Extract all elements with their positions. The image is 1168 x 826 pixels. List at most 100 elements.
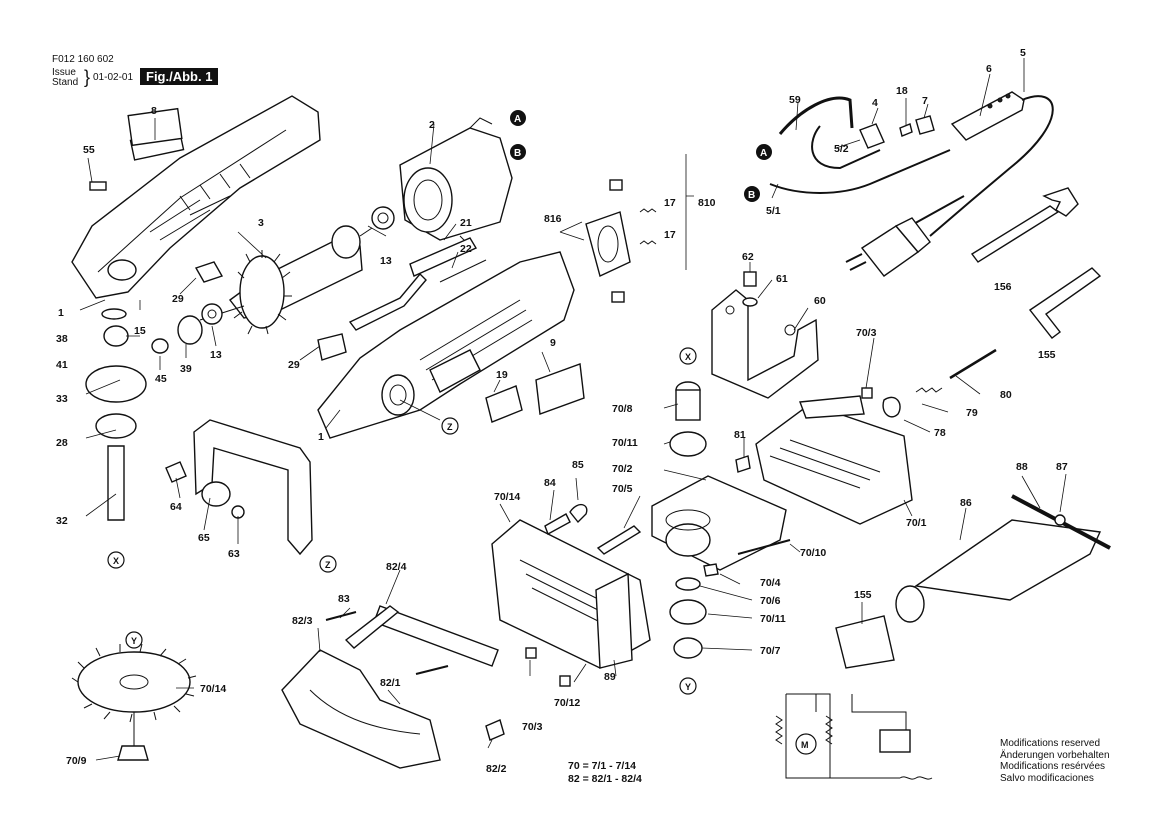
spring-plate-21	[409, 237, 478, 277]
label-41: 41	[56, 359, 68, 371]
label-4: 4	[872, 97, 878, 109]
label-13b: 13	[210, 349, 222, 361]
label-80: 80	[1000, 389, 1012, 401]
label-17b: 17	[664, 229, 676, 241]
label-88: 88	[1016, 461, 1028, 473]
label-21: 21	[460, 217, 472, 229]
callout-b: B	[510, 144, 526, 160]
label-70-11b: 70/11	[760, 613, 786, 625]
callout-b-2: B	[744, 186, 760, 202]
label-82-1: 82/1	[380, 677, 401, 689]
callout-a: A	[510, 110, 526, 126]
svg-text:A: A	[514, 114, 521, 125]
label-79: 79	[966, 407, 978, 419]
label-1-motor: 1	[318, 431, 324, 443]
spring-22	[439, 259, 487, 283]
label-64: 64	[170, 501, 182, 513]
label-70-6: 70/6	[760, 595, 781, 607]
label-86: 86	[960, 497, 972, 509]
label-60: 60	[814, 295, 826, 307]
note-en: Modifications reserved	[1000, 738, 1101, 749]
spindle-32	[107, 445, 125, 521]
svg-text:B: B	[514, 148, 521, 159]
label-70-1: 70/1	[906, 517, 927, 529]
slide-block	[651, 475, 787, 571]
bearing-41	[103, 325, 129, 347]
label-81: 81	[734, 429, 746, 441]
plate-9	[535, 363, 585, 415]
label-45: 45	[155, 373, 167, 385]
part-number-labels: 8 55 1 15 38 41 33 28 32 45 39 13 29 29 …	[56, 47, 1068, 775]
label-70-13: 70/14	[494, 491, 520, 503]
label-28: 28	[56, 437, 68, 449]
motor-schematic-icon: M	[775, 693, 933, 780]
bearing-70-11b	[669, 599, 707, 625]
callout-a-2: A	[756, 144, 772, 160]
screw-55	[89, 181, 107, 191]
pin-70-5	[596, 525, 642, 555]
switch-rod	[348, 272, 427, 331]
formula-line-82: 82 = 82/1 - 82/4	[568, 773, 642, 785]
screw-64	[165, 461, 187, 483]
saw-blade-icon	[71, 643, 197, 723]
assembly-formula: 70 = 7/1 - 7/14 82 = 82/1 - 82/4	[568, 760, 642, 786]
label-22: 22	[460, 243, 472, 255]
label-82-3: 82/3	[292, 615, 313, 627]
dust-bag	[895, 494, 1111, 623]
label-7: 7	[922, 95, 928, 107]
screw-80	[949, 348, 997, 380]
housing-half	[71, 95, 321, 299]
label-70-11a: 70/11	[612, 437, 638, 449]
label-5-2: 5/2	[834, 143, 849, 155]
label-33: 38	[56, 333, 68, 345]
label-65: 65	[198, 532, 210, 544]
callout-x-2: X	[107, 551, 125, 569]
label-63: 63	[228, 548, 240, 560]
screw-82-1	[415, 665, 449, 675]
spring-70-10	[737, 539, 791, 555]
clip-87	[1054, 514, 1066, 526]
label-55: 55	[83, 144, 95, 156]
ring-33	[101, 308, 127, 320]
note-es: Salvo modificaciones	[1000, 772, 1094, 784]
bushing-70-8-body	[675, 389, 701, 421]
svg-text:Z: Z	[447, 422, 453, 432]
armature	[199, 225, 373, 335]
label-83: 83	[338, 593, 350, 605]
cord-assembly	[769, 91, 1054, 237]
bracket-60	[711, 289, 819, 399]
nut-81	[735, 455, 751, 473]
label-9: 9	[550, 337, 556, 349]
label-70-3-top: 70/3	[856, 327, 877, 339]
label-8: 8	[151, 105, 157, 117]
note-de: Änderungen vorbehalten	[1000, 749, 1110, 761]
label-5: 5	[1020, 47, 1026, 59]
nut-70-4	[703, 563, 719, 577]
label-1-housing: 1	[58, 307, 64, 319]
washer-61	[742, 297, 758, 307]
label-70-5: 70/5	[612, 483, 633, 495]
base-frame	[491, 519, 651, 669]
label-70-8: 70/8	[612, 403, 633, 415]
label-816: 816	[544, 213, 562, 225]
bevel-gear-38	[85, 365, 147, 403]
field-coil	[399, 117, 513, 247]
label-32: 32	[56, 515, 68, 527]
label-810: 810	[698, 197, 716, 209]
adapter-155	[835, 615, 895, 669]
screw-83	[325, 611, 357, 621]
label-82-2: 82/2	[486, 763, 507, 775]
note-fr: Modifications resérvées	[1000, 761, 1106, 772]
issue-label: Issue	[52, 67, 76, 78]
switch-18	[485, 385, 523, 423]
label-59: 59	[789, 94, 801, 106]
label-90: 156	[994, 281, 1012, 293]
screw-70-3	[525, 647, 537, 659]
label-70-7: 70/7	[760, 645, 781, 657]
bearing-13b	[201, 303, 223, 325]
ring-70-6	[675, 577, 701, 591]
knob-85	[569, 504, 588, 524]
label-156: 89	[604, 671, 616, 683]
motor-housing	[317, 251, 575, 439]
label-70-14: 70/14	[200, 683, 226, 695]
